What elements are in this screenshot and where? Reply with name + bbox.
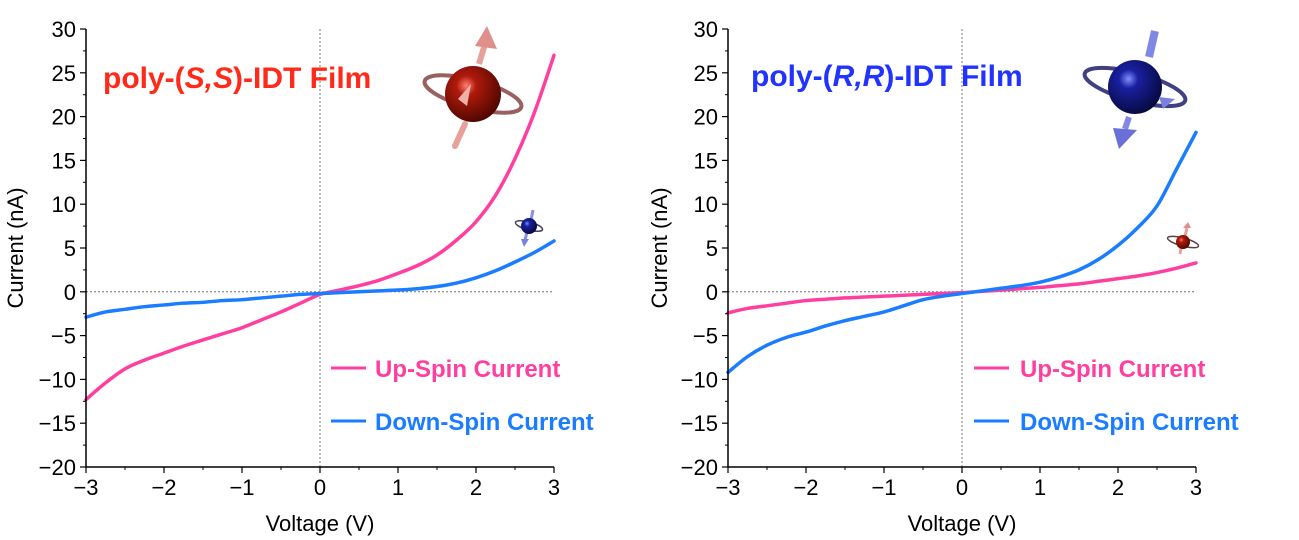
title-chirality: R,R: [833, 60, 885, 93]
y-tick-label: 0: [64, 280, 76, 305]
y-tick-label: −5: [693, 324, 718, 349]
y-tick-label: 5: [706, 236, 718, 261]
zero-lines: [86, 29, 554, 467]
x-tick-label: 1: [1034, 475, 1046, 500]
x-tick-label: 1: [392, 475, 404, 500]
y-axis-label: Current (nA): [3, 187, 28, 308]
series-lines: [84, 53, 556, 402]
y-tick-label: −10: [39, 367, 76, 392]
legend-label-down: Down-Spin Current: [375, 409, 594, 436]
x-tick-label: −3: [715, 475, 740, 500]
title-prefix: poly-(: [103, 62, 185, 95]
title-prefix: poly-(: [751, 60, 833, 93]
y-tick-label: −15: [39, 411, 76, 436]
x-tick-label: 2: [470, 475, 482, 500]
y-tick-label: 20: [694, 105, 718, 130]
y-tick-label: −5: [51, 324, 76, 349]
legend: Up-Spin Current Down-Spin Current: [974, 356, 1239, 436]
down-spin-electron-icon: [1082, 30, 1188, 149]
series-lines: [726, 130, 1198, 375]
x-tick-label: 0: [314, 475, 326, 500]
y-tick-label: 15: [52, 148, 76, 173]
y-tick-label: −15: [681, 411, 718, 436]
y-tick-label: 15: [694, 148, 718, 173]
x-tick-label: 0: [956, 475, 968, 500]
x-tick-label: 3: [1190, 475, 1202, 500]
x-tick-label: −1: [229, 475, 254, 500]
y-tick-label: −10: [681, 367, 718, 392]
legend-label-up: Up-Spin Current: [375, 356, 560, 383]
title-suffix: )-IDT Film: [884, 60, 1022, 93]
y-tick-label: 20: [52, 105, 76, 130]
x-tick-label: 3: [548, 475, 560, 500]
y-tick-label: 25: [52, 61, 76, 86]
y-tick-label: 10: [694, 192, 718, 217]
legend-label-up: Up-Spin Current: [1020, 356, 1205, 383]
y-tick-label: −20: [681, 455, 718, 480]
y-tick-label: 10: [52, 192, 76, 217]
up-spin-electron-icon: [1166, 222, 1200, 255]
down-spin-line: [84, 239, 556, 319]
y-tick-label: 30: [52, 17, 76, 42]
x-tick-label: −1: [871, 475, 896, 500]
title-suffix: )-IDT Film: [233, 62, 371, 95]
x-tick-label: 2: [1112, 475, 1124, 500]
legend: Up-Spin Current Down-Spin Current: [331, 356, 594, 436]
x-tick-label: −3: [73, 475, 98, 500]
y-tick-label: 25: [694, 61, 718, 86]
legend-label-down: Down-Spin Current: [1020, 409, 1239, 436]
down-spin-electron-icon: [514, 209, 544, 247]
y-tick-label: 0: [706, 280, 718, 305]
y-tick-label: −20: [39, 455, 76, 480]
x-axis-label: Voltage (V): [266, 511, 375, 536]
y-tick-label: 5: [64, 236, 76, 261]
y-axis-label: Current (nA): [647, 187, 672, 308]
x-axis-label: Voltage (V): [908, 511, 1017, 536]
title-chirality: S,S: [185, 62, 233, 95]
chart-title: poly-(R,R)-IDT Film: [751, 60, 1023, 93]
up-spin-electron-icon: [422, 26, 524, 149]
down-spin-line: [726, 130, 1198, 375]
y-tick-label: 30: [694, 17, 718, 42]
svg-text:poly-(S,S)-IDT Film: poly-(S,S)-IDT Film: [103, 62, 371, 95]
x-tick-label: −2: [793, 475, 818, 500]
svg-text:poly-(R,R)-IDT Film: poly-(R,R)-IDT Film: [751, 60, 1023, 93]
x-tick-label: −2: [151, 475, 176, 500]
chart-title: poly-(S,S)-IDT Film: [103, 62, 371, 95]
